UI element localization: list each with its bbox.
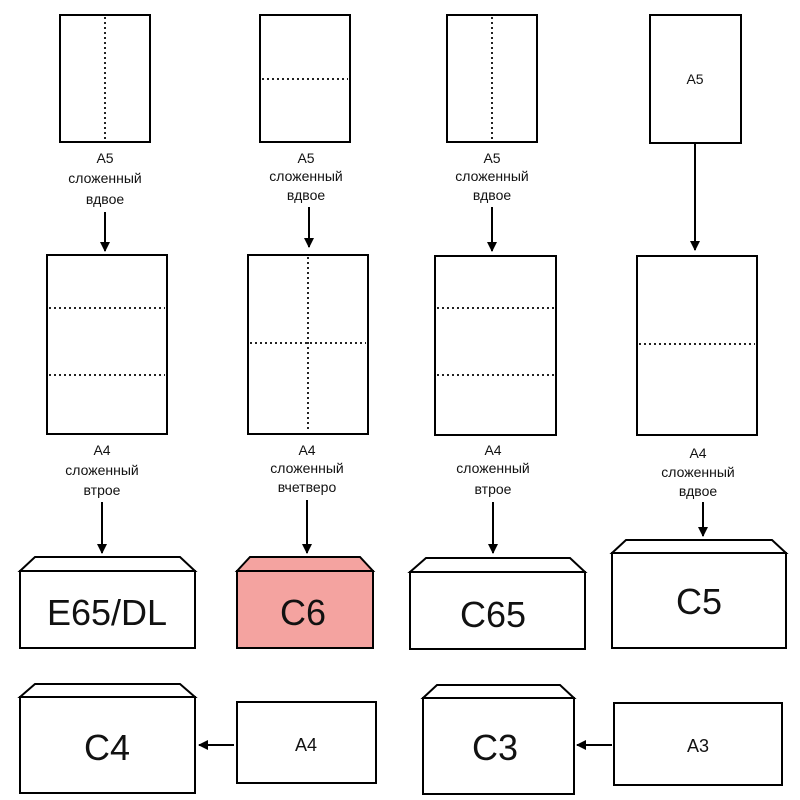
envelope-label: C6 — [280, 592, 326, 633]
caption-line: вчетверо — [278, 479, 337, 495]
envelope-label: E65/DL — [47, 592, 167, 633]
caption-line: A4 — [689, 445, 706, 461]
envelope-c65: C65 — [407, 557, 588, 650]
caption-line: A4 — [93, 442, 110, 458]
caption-line: A5 — [297, 150, 314, 166]
a4-sheet-label: A4 — [295, 735, 317, 755]
caption-line: вдвое — [287, 187, 326, 203]
caption-line: сложенный — [270, 460, 343, 476]
envelope-label: C65 — [460, 594, 526, 635]
a4-sheet-col3 — [434, 255, 557, 436]
a4-sheet-col1 — [46, 254, 168, 435]
caption-line: вдвое — [86, 191, 125, 207]
caption-line: A4 — [484, 442, 501, 458]
envelope-label: C4 — [84, 727, 130, 768]
caption-line: втрое — [84, 482, 121, 498]
caption-line: вдвое — [679, 483, 718, 499]
a4-sheet-col2 — [247, 254, 369, 435]
a3-sheet-landscape — [613, 702, 783, 786]
caption-line: сложенный — [68, 170, 141, 186]
a4-sheet-col4 — [636, 255, 758, 436]
caption-line: сложенный — [65, 462, 138, 478]
a5-sheet-label: A5 — [686, 71, 703, 87]
caption-line: A4 — [298, 442, 315, 458]
envelope-label: C3 — [472, 727, 518, 768]
caption-line: A5 — [483, 150, 500, 166]
caption-line: сложенный — [269, 168, 342, 184]
a4-sheet-landscape — [236, 701, 377, 784]
envelope-label: C5 — [676, 581, 722, 622]
caption-line: A5 — [96, 150, 113, 166]
a3-sheet-label: A3 — [687, 736, 709, 756]
caption-line: втрое — [475, 481, 512, 497]
envelope-e65-dl: E65/DL — [17, 556, 198, 649]
caption-line: сложенный — [661, 464, 734, 480]
envelope-c5: C5 — [609, 539, 789, 649]
a5-sheet-col4 — [649, 14, 742, 144]
caption-line: вдвое — [473, 187, 512, 203]
caption-line: сложенный — [456, 460, 529, 476]
envelope-c6: C6 — [234, 556, 376, 649]
envelope-c3: C3 — [420, 684, 577, 795]
caption-line: сложенный — [455, 168, 528, 184]
a5-sheet-col2 — [259, 14, 351, 143]
envelope-c4: C4 — [17, 683, 198, 794]
